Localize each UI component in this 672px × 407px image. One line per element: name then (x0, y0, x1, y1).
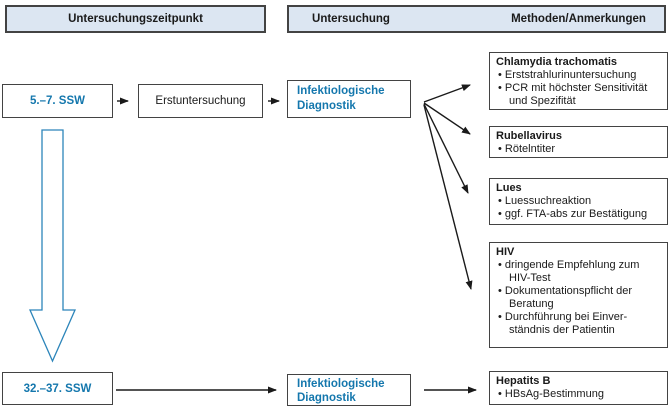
method-title: Hepatits B (496, 375, 551, 387)
header-untersuchung-methoden: Untersuchung Methoden/Anmerkungen (287, 5, 666, 33)
method-title: Chlamydia trachomatis (496, 56, 618, 68)
box-ssw-5-7: 5.–7. SSW (2, 84, 113, 118)
method-bullet-continuation: ständnis der Patientin (509, 324, 615, 336)
timeline-down-arrow (29, 129, 76, 363)
method-bullet-line: • Luessuchreaktion (498, 195, 592, 207)
box-rubellavirus: Rubellavirus• Rötelntiter (489, 126, 668, 158)
method-bullet-continuation: Beratung (509, 298, 554, 310)
method-bullet-line: • Dokumentationspflicht der (498, 285, 633, 297)
method-title: Lues (496, 182, 522, 194)
box-hepatitis-b: Hepatits B• HBsAg-Bestimmung (489, 371, 668, 405)
method-bullet-continuation: HIV-Test (509, 272, 551, 284)
method-bullet-line: • HBsAg-Bestimmung (498, 388, 604, 400)
box-infektiologische-diagnostik-bottom: Infektiologische Diagnostik (287, 374, 411, 406)
method-title: Rubellavirus (496, 130, 563, 142)
arrow-to-chlamydia (423, 84, 471, 103)
method-bullet-line: • Durchführung bei Einver- (498, 311, 628, 323)
box-lues: Lues• Luessuchreaktion• ggf. FTA-abs zur… (489, 178, 668, 225)
box-infektiologische-diagnostik-top: Infektiologische Diagnostik (287, 80, 411, 118)
header-label: Untersuchungszeitpunkt (68, 13, 203, 25)
arrow-to-hiv (423, 104, 473, 290)
header-label-untersuchung: Untersuchung (312, 13, 390, 25)
box-ssw-32-37: 32.–37. SSW (2, 372, 113, 405)
box-erstuntersuchung: Erstuntersuchung (138, 84, 263, 118)
method-title: HIV (496, 246, 515, 258)
method-bullet-line: • Erststrahlurinuntersuchung (498, 69, 637, 81)
method-bullet-continuation: und Spezifität (509, 95, 576, 107)
method-bullet-line: • dringende Empfehlung zum (498, 259, 640, 271)
arrow-to-lues (423, 103, 469, 194)
method-bullet-line: • ggf. FTA-abs zur Bestätigung (498, 208, 648, 220)
method-bullet-line: • Rötelntiter (498, 143, 556, 155)
method-bullet-line: • PCR mit höchster Sensitivität (498, 82, 648, 94)
arrow-to-rubella (423, 102, 471, 135)
box-chlamydia-trachomatis: Chlamydia trachomatis• Erststrahlurinunt… (489, 52, 668, 110)
header-label-methoden: Methoden/Anmerkungen (511, 13, 646, 25)
header-untersuchungszeitpunkt: Untersuchungszeitpunkt (5, 5, 266, 33)
